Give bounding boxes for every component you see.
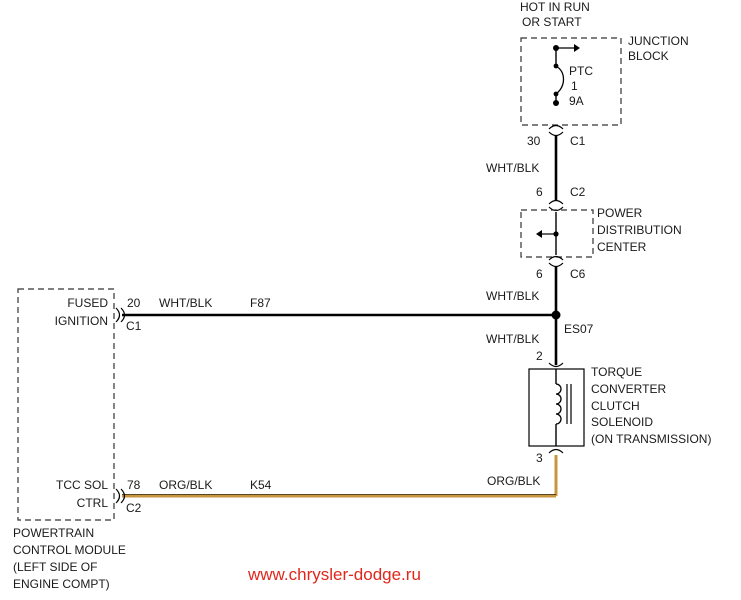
pdc-out-connector-label: C6 <box>570 267 586 281</box>
pcm-c2-connector-icon <box>115 488 121 504</box>
solenoid-name-line1: TORQUE <box>591 365 642 379</box>
jb-connector-label: C1 <box>570 134 586 148</box>
wire-ground-side-color-label: ORG/BLK <box>487 474 540 488</box>
pcm-name-line3: (LEFT SIDE OF <box>13 560 97 574</box>
jb-pin-label: 30 <box>527 134 541 148</box>
pcm-tcc-line1: TCC SOL <box>56 478 108 492</box>
solenoid-name-line5: (ON TRANSMISSION) <box>591 432 711 446</box>
pdc-in-pin-label: 6 <box>536 185 543 199</box>
pcm-box <box>17 288 115 521</box>
pdc-out-pin-label: 6 <box>536 267 543 281</box>
pdc-out-connector-mate-icon <box>548 262 564 268</box>
pcm-fused-pin-label: 20 <box>127 296 141 310</box>
pcm-fused-connector-label: C1 <box>126 319 142 333</box>
pcm-fused-ignition-line1: FUSED <box>67 296 108 310</box>
pcm-c1-connector-mate-icon <box>120 307 126 323</box>
pcm-tcc-connector-label: C2 <box>126 501 142 515</box>
fuse-bottom-terminal <box>553 100 559 106</box>
junction-block-title-line1: JUNCTION <box>628 34 689 48</box>
splice-id-label: ES07 <box>564 322 594 336</box>
fuse-type-label: PTC <box>569 64 593 78</box>
supply-label-line1: HOT IN RUN <box>520 0 590 14</box>
pdc-out-connector-icon <box>548 255 564 261</box>
junction-block-box <box>520 37 622 126</box>
jb-connector-male-icon <box>548 131 564 137</box>
bus-arrow-icon <box>574 44 580 52</box>
pcm-c2-connector-mate-icon <box>120 488 126 504</box>
pcm-fused-ignition-line2: IGNITION <box>55 314 108 328</box>
solenoid-top-connector-icon <box>548 362 564 368</box>
solenoid-top-pin-label: 2 <box>536 349 543 363</box>
pcm-tcc-pin-label: 78 <box>127 478 141 492</box>
solenoid-bottom-pin-label: 3 <box>536 451 543 465</box>
pcm-fused-circuit-label: F87 <box>250 296 271 310</box>
solenoid-name-line4: SOLENOID <box>591 415 653 429</box>
solenoid-coil-icon <box>555 383 562 425</box>
pcm-name-line2: CONTROL MODULE <box>13 543 126 557</box>
solenoid-bottom-connector-icon <box>548 448 564 454</box>
junction-block-title-line2: BLOCK <box>628 49 669 63</box>
watermark-url: www.chrysler-dodge.ru <box>247 565 421 584</box>
supply-label-line2: OR START <box>522 15 582 29</box>
solenoid-name-line3: CLUTCH <box>591 399 640 413</box>
solenoid-name-line2: CONVERTER <box>591 382 666 396</box>
wire-mid-color-label: WHT/BLK <box>486 289 539 303</box>
pdc-title-line1: POWER <box>597 206 643 220</box>
fuse-rating-label: 9A <box>569 94 584 108</box>
pcm-tcc-circuit-label: K54 <box>250 478 272 492</box>
pcm-c1-connector-icon <box>115 307 121 323</box>
fuse-number-label: 1 <box>571 79 578 93</box>
pcm-fused-wire-color-label: WHT/BLK <box>159 296 212 310</box>
pdc-title-line3: CENTER <box>597 240 647 254</box>
pdc-in-connector-icon <box>548 199 564 205</box>
wire-lower-color-label: WHT/BLK <box>486 332 539 346</box>
wire-upper-color-label: WHT/BLK <box>486 161 539 175</box>
ptc-fuse-icon <box>555 65 565 95</box>
pcm-tcc-line2: CTRL <box>77 496 109 510</box>
pcm-tcc-wire-color-label: ORG/BLK <box>159 478 212 492</box>
pcm-name-line4: ENGINE COMPT) <box>13 577 110 591</box>
pdc-in-connector-label: C2 <box>570 185 586 199</box>
pdc-arrow-icon <box>536 230 542 238</box>
jb-connector-female-icon <box>548 124 564 130</box>
pdc-title-line2: DISTRIBUTION <box>597 223 682 237</box>
pcm-name-line1: POWERTRAIN <box>13 526 94 540</box>
